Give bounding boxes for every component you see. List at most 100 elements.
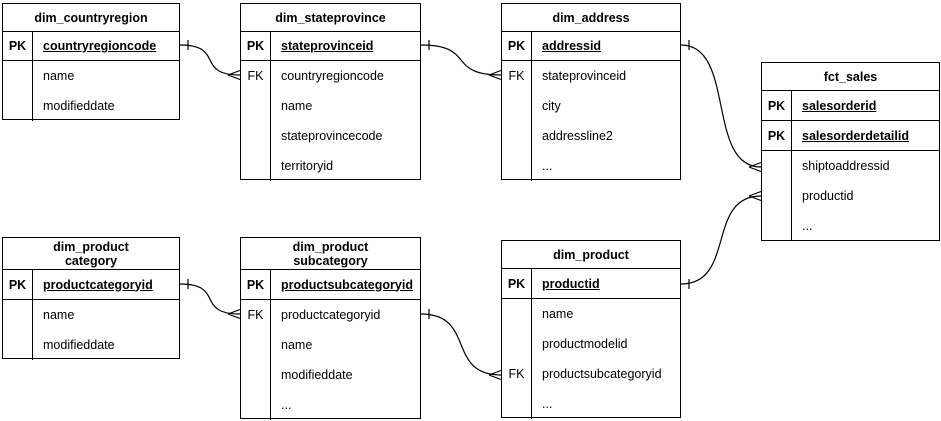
key-cell bbox=[502, 299, 532, 329]
table-row: name bbox=[3, 300, 179, 330]
key-cell bbox=[502, 91, 532, 121]
edge-countryregion-stateprovince[interactable] bbox=[179, 40, 241, 81]
column-name: stateprovinceid bbox=[542, 69, 627, 83]
table-title: dim_product subcategory bbox=[241, 238, 420, 270]
table-row: PK salesorderdetailid bbox=[762, 121, 939, 151]
table-dim-product[interactable]: dim_product PK productid name productmod… bbox=[501, 240, 681, 419]
column-name: stateprovincecode bbox=[281, 129, 383, 143]
table-row: ... bbox=[762, 211, 939, 241]
table-dim-product-category[interactable]: dim_product category PK productcategoryi… bbox=[2, 237, 180, 360]
key-cell bbox=[762, 211, 792, 241]
key-cell bbox=[241, 360, 271, 390]
table-row: ... bbox=[502, 151, 680, 181]
table-title: dim_stateprovince bbox=[241, 4, 420, 32]
edge-subcategory-product[interactable] bbox=[420, 309, 502, 381]
column-name: countryregioncode bbox=[43, 39, 157, 53]
table-title: dim_product bbox=[502, 241, 680, 269]
pk-label: PK bbox=[502, 32, 532, 60]
table-dim-countryregion[interactable]: dim_countryregion PK countryregioncode n… bbox=[2, 3, 180, 121]
key-cell bbox=[502, 389, 532, 419]
key-cell bbox=[3, 91, 33, 121]
table-row: stateprovincecode bbox=[241, 121, 420, 151]
column-name: addressline2 bbox=[542, 129, 613, 143]
key-cell bbox=[241, 390, 271, 420]
column-name: name bbox=[281, 99, 313, 113]
edge-address-fctsales[interactable] bbox=[680, 40, 762, 173]
key-cell bbox=[241, 91, 271, 121]
table-row: ... bbox=[241, 390, 420, 420]
key-cell bbox=[241, 121, 271, 151]
table-row: name bbox=[3, 61, 179, 91]
table-row: productid bbox=[762, 181, 939, 211]
pk-label: PK bbox=[3, 32, 33, 60]
key-cell bbox=[502, 151, 532, 181]
table-row: modifieddate bbox=[3, 91, 179, 121]
table-row: productmodelid bbox=[502, 329, 680, 359]
column-name: name bbox=[43, 69, 75, 83]
pk-label: PK bbox=[241, 32, 271, 60]
key-cell bbox=[762, 181, 792, 211]
edge-category-subcategory[interactable] bbox=[179, 279, 241, 320]
key-cell bbox=[241, 151, 271, 181]
column-name: ... bbox=[542, 159, 553, 173]
fk-label: FK bbox=[241, 61, 271, 91]
key-cell bbox=[3, 300, 33, 330]
table-dim-product-subcategory[interactable]: dim_product subcategory PK productsubcat… bbox=[240, 237, 421, 420]
key-cell bbox=[762, 151, 792, 181]
table-row: PK salesorderid bbox=[762, 91, 939, 121]
column-name: productsubcategoryid bbox=[542, 367, 662, 381]
table-row: city bbox=[502, 91, 680, 121]
key-cell bbox=[502, 329, 532, 359]
key-cell bbox=[502, 121, 532, 151]
table-row: modifieddate bbox=[3, 330, 179, 360]
edge-line bbox=[680, 195, 762, 285]
edge-line bbox=[420, 313, 502, 376]
edge-line bbox=[680, 44, 762, 168]
column-name: ... bbox=[802, 219, 813, 233]
table-dim-stateprovince[interactable]: dim_stateprovince PK stateprovinceid FK … bbox=[240, 3, 421, 181]
table-row: PK productid bbox=[502, 269, 680, 299]
column-name: productcategoryid bbox=[281, 308, 381, 322]
edge-line bbox=[420, 44, 502, 76]
crows-foot-icon bbox=[748, 190, 762, 202]
pk-label: PK bbox=[502, 269, 532, 298]
edge-product-fctsales[interactable] bbox=[680, 190, 762, 290]
table-row: name bbox=[241, 91, 420, 121]
table-row: PK productcategoryid bbox=[3, 270, 179, 300]
table-row: addressline2 bbox=[502, 121, 680, 151]
table-row: FK productsubcategoryid bbox=[502, 359, 680, 389]
column-name: name bbox=[542, 307, 574, 321]
table-row: FK countryregioncode bbox=[241, 61, 420, 91]
column-name: modifieddate bbox=[43, 338, 115, 352]
column-name: productid bbox=[802, 189, 854, 203]
table-row: PK stateprovinceid bbox=[241, 32, 420, 61]
edge-stateprovince-address[interactable] bbox=[420, 40, 502, 81]
table-row: FK stateprovinceid bbox=[502, 61, 680, 91]
table-dim-address[interactable]: dim_address PK addressid FK stateprovinc… bbox=[501, 3, 681, 181]
pk-label: PK bbox=[762, 121, 792, 150]
edge-line bbox=[179, 283, 241, 315]
table-row: modifieddate bbox=[241, 360, 420, 390]
crows-foot-icon bbox=[488, 69, 502, 81]
edge-line bbox=[179, 44, 241, 76]
column-name: productsubcategoryid bbox=[281, 277, 413, 292]
pk-label: PK bbox=[241, 270, 271, 299]
column-name: ... bbox=[281, 398, 292, 412]
table-row: territoryid bbox=[241, 151, 420, 181]
column-name: name bbox=[281, 338, 313, 352]
column-name: productcategoryid bbox=[43, 277, 153, 292]
fk-label: FK bbox=[241, 300, 271, 330]
column-name: modifieddate bbox=[43, 99, 115, 113]
table-row: name bbox=[241, 330, 420, 360]
table-fct-sales[interactable]: fct_sales PK salesorderid PK salesorderd… bbox=[761, 62, 940, 241]
column-name: addressid bbox=[542, 39, 602, 53]
fk-label: FK bbox=[502, 61, 532, 91]
column-name: salesorderdetailid bbox=[802, 128, 909, 143]
column-name: ... bbox=[542, 397, 553, 411]
table-row: name bbox=[502, 299, 680, 329]
column-name: salesorderid bbox=[802, 98, 877, 113]
table-title: fct_sales bbox=[762, 63, 939, 91]
table-row: FK productcategoryid bbox=[241, 300, 420, 330]
